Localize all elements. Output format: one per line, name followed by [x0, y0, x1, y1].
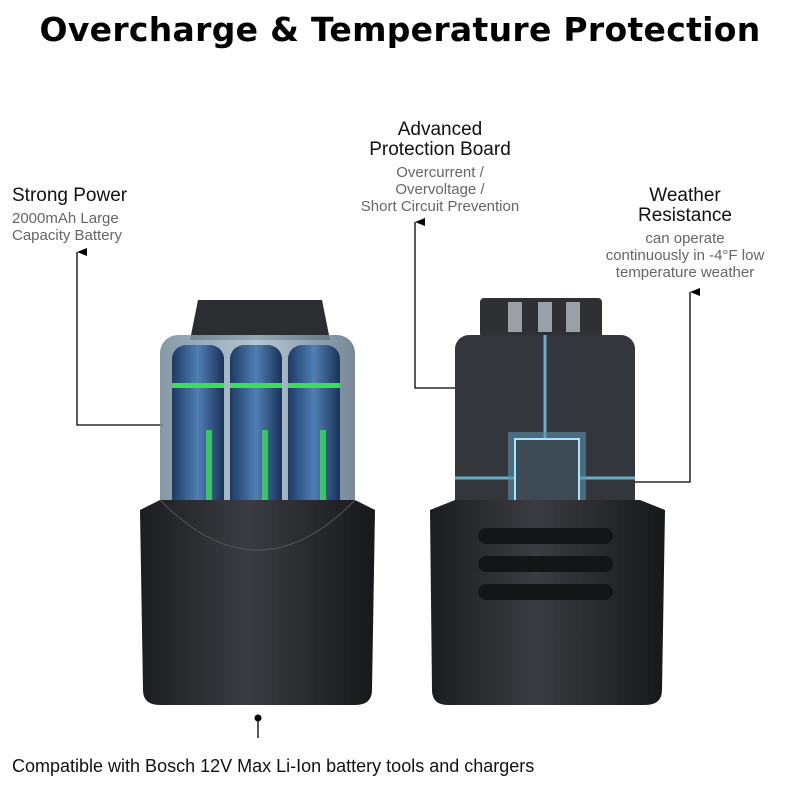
compatibility-note: Compatible with Bosch 12V Max Li-Ion bat…: [12, 756, 535, 776]
leader-power: [76, 248, 163, 426]
battery-transparent: [140, 300, 375, 705]
feature-strong-power: Strong Power 2000mAh Large Capacity Batt…: [12, 185, 128, 245]
feature-line: temperature weather: [615, 264, 755, 281]
feature-heading: Strong Power: [12, 185, 128, 206]
leader-compatibility: [254, 714, 262, 738]
feature-line: Short Circuit Prevention: [360, 198, 520, 215]
leader-board: [414, 218, 456, 389]
feature-line: 2000mAh Large: [12, 210, 119, 227]
feature-weather-resistance: Weather Resistance can operate continuou…: [570, 185, 800, 282]
feature-protection-board: Advanced Protection Board Overcurrent / …: [330, 119, 550, 216]
feature-line: Capacity Battery: [12, 227, 123, 244]
feature-line: can operate: [645, 230, 725, 247]
feature-line: Overcurrent /: [396, 164, 484, 181]
feature-line: Overvoltage /: [395, 181, 485, 198]
feature-heading: Resistance: [638, 205, 732, 226]
page-title: Overcharge & Temperature Protection: [39, 10, 761, 49]
protection-chip: [455, 335, 635, 550]
feature-heading: Weather: [649, 185, 721, 206]
feature-heading: Advanced: [397, 119, 483, 140]
feature-line: continuously in -4°F low: [605, 247, 765, 264]
feature-heading: Protection Board: [369, 139, 511, 160]
battery-protection-board: [430, 298, 665, 705]
